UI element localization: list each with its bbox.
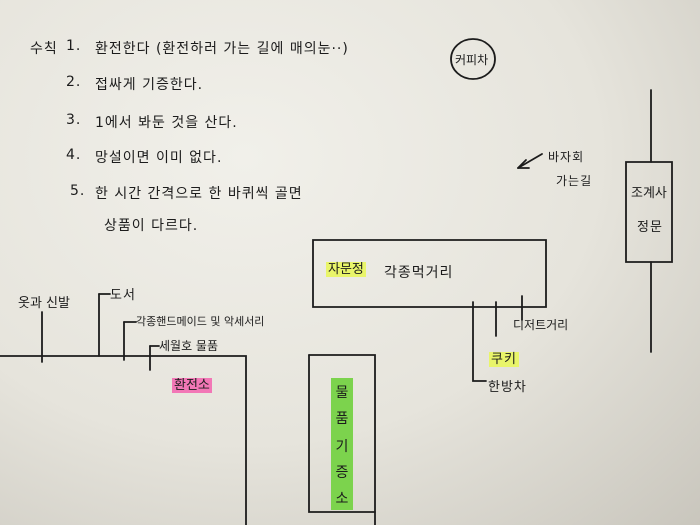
rule-5-continuation: 상품이 다르다. <box>104 218 199 234</box>
exchange-booth-text: 환전소 <box>172 378 212 393</box>
hanbang-connector <box>472 301 487 382</box>
bazaar-label-line1: 바자회 <box>548 150 585 164</box>
food-box-highlight-label: 자문정 <box>326 258 366 277</box>
rule-4-text: 망설이면 이미 없다. <box>95 150 223 166</box>
food-box-label: 각종먹거리 <box>384 265 454 281</box>
food-box-highlight-text: 자문정 <box>326 262 366 277</box>
rule-5-number: 5. <box>70 183 86 199</box>
exchange-booth-label: 환전소 <box>172 374 212 393</box>
main-gate-label-line2: 정문 <box>637 220 663 235</box>
dessert-street-label: 디저트거리 <box>513 318 569 332</box>
rules-heading: 수칙 <box>30 41 58 57</box>
donation-booth-highlight: 물 품 기 증 소 <box>331 378 353 510</box>
donation-char-4: 증 <box>335 465 349 481</box>
rule-4-number: 4. <box>66 147 82 163</box>
donation-box <box>308 354 376 525</box>
bazaar-label-line2: 가는길 <box>556 174 593 188</box>
cookie-label-text: 쿠키 <box>489 352 519 367</box>
coffee-truck-circle <box>450 38 496 80</box>
rule-3-text: 1에서 봐둔 것을 산다. <box>95 115 238 131</box>
bazaar-arrow <box>517 153 543 169</box>
donation-char-3: 기 <box>335 439 349 455</box>
cookie-label: 쿠키 <box>489 348 519 367</box>
donation-char-2: 품 <box>335 411 349 427</box>
sewol-goods-label: 세월호 물품 <box>159 339 219 353</box>
clothes-shoes-label: 옷과 신발 <box>18 296 70 311</box>
hanbang-tea-label: 한방차 <box>488 380 527 395</box>
left-stalls-line <box>0 355 247 525</box>
rule-2-text: 접싸게 기증한다. <box>95 77 204 93</box>
main-gate-box <box>625 161 673 263</box>
rule-1-text: 환전한다 (환전하러 가는 길에 매의눈··) <box>95 41 349 57</box>
rule-2-number: 2. <box>66 74 82 90</box>
rule-1-number: 1. <box>66 38 82 54</box>
main-gate-label-line1: 조계사 <box>631 186 667 201</box>
donation-char-1: 물 <box>335 385 349 401</box>
donation-char-5: 소 <box>335 491 349 507</box>
rule-3-number: 3. <box>66 112 82 128</box>
coffee-truck-label: 커피차 <box>455 53 489 67</box>
food-street-box <box>312 239 547 308</box>
books-label: 도서 <box>110 288 136 303</box>
handmade-accessories-label: 각종핸드메이드 및 악세서리 <box>136 315 265 328</box>
rule-5-text: 한 시간 간격으로 한 바퀴씩 골면 <box>95 186 303 202</box>
